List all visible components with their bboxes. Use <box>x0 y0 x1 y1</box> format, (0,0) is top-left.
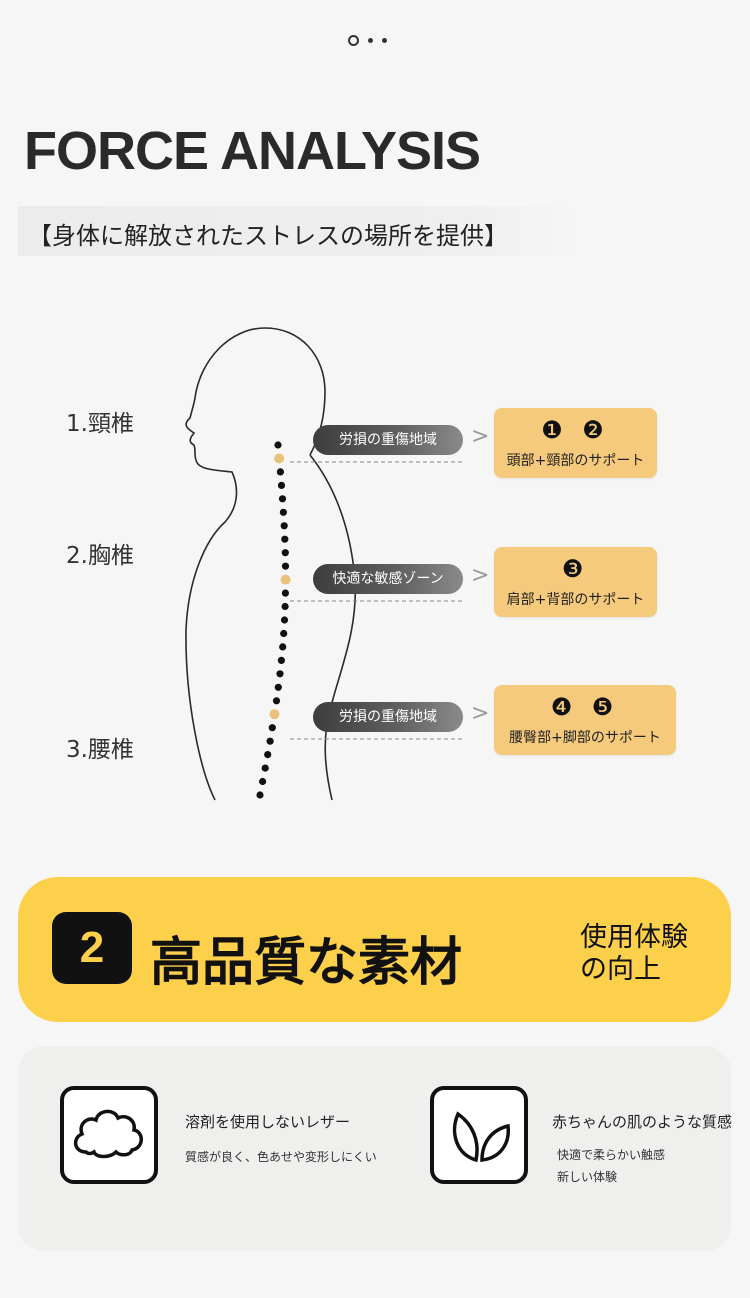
pager-dot[interactable] <box>382 38 387 43</box>
feature-tagline-line2: の向上 <box>580 954 661 985</box>
support-text-2: 肩部+背部のサポート <box>506 592 645 608</box>
spine-highlight-dot <box>274 453 285 464</box>
pager-dot[interactable] <box>368 38 373 43</box>
spine-dot <box>281 549 289 557</box>
spine-dot <box>264 751 272 759</box>
support-card-3: ❹ ❺ 腰臀部+脚部のサポート <box>494 685 676 755</box>
carousel-indicator[interactable] <box>348 35 387 46</box>
support-text-3: 腰臀部+脚部のサポート <box>509 730 661 746</box>
material-desc-1: 質感が良く、色あせや変形しにくい <box>185 1150 377 1164</box>
feature-number-badge: 2 <box>52 912 132 984</box>
page-subtitle: 【身体に解放されたストレスの場所を提供】 <box>28 222 508 250</box>
spine-dot <box>277 656 285 664</box>
support-numbers-2: ❸ <box>561 555 590 583</box>
spine-dot <box>256 791 264 799</box>
spine-highlight-dot <box>280 574 291 585</box>
spine-dot <box>281 535 289 543</box>
spine-dot <box>280 616 289 624</box>
spine-dot <box>274 683 282 691</box>
body-silhouette-illustration <box>185 327 463 801</box>
spine-dot <box>268 724 276 732</box>
spine-dot <box>276 670 284 678</box>
zone-pill-3: 労損の重傷地域 <box>313 702 463 732</box>
material-desc-2-line1: 快適で柔らかい触感 <box>557 1148 666 1162</box>
zone-arrow-3: > <box>471 701 490 726</box>
material-title-1: 溶剤を使用しないレザー <box>185 1113 351 1131</box>
spine-dot <box>281 562 290 570</box>
vertebra-label-cervical: 1.頸椎 <box>66 411 134 437</box>
subtitle-band <box>18 206 578 256</box>
support-text-1: 頭部+頸部のサポート <box>506 453 645 469</box>
feature-tagline: 使用体験 の向上 <box>580 922 688 986</box>
back-outline <box>309 454 357 801</box>
material-desc-2-line2: 新しい体験 <box>557 1170 618 1184</box>
spine-dot <box>281 589 289 597</box>
spine-dot <box>281 602 289 611</box>
cloud-icon <box>60 1086 158 1184</box>
feature-banner <box>18 877 731 1022</box>
material-desc-2: 快適で柔らかい触感 新しい体験 <box>557 1144 665 1188</box>
support-card-1: ❶ ❷ 頭部+頸部のサポート <box>494 408 657 478</box>
support-card-2: ❸ 肩部+背部のサポート <box>494 547 657 617</box>
spine-dots <box>256 441 291 799</box>
leaf-icon <box>430 1086 528 1184</box>
spine-dot <box>277 481 286 489</box>
spine-dot <box>272 697 281 705</box>
vertebra-label-thoracic: 2.胸椎 <box>66 543 134 569</box>
zone-arrow-1: > <box>471 424 490 449</box>
spine-dot <box>274 441 282 449</box>
material-title-2: 赤ちゃんの肌のような質感 <box>552 1113 733 1131</box>
page-title: FORCE ANALYSIS <box>24 121 481 181</box>
zone-arrow-2: > <box>471 563 490 588</box>
spine-dot <box>279 508 287 516</box>
spine-dot <box>278 495 287 503</box>
feature-tagline-line1: 使用体験 <box>580 922 688 953</box>
feature-title: 高品質な素材 <box>150 933 463 993</box>
spine-highlight-dot <box>269 709 280 720</box>
head-outline <box>185 327 326 801</box>
spine-dot <box>280 629 288 638</box>
spine-dot <box>259 777 267 786</box>
spine-dot <box>276 468 284 476</box>
spine-dot <box>280 522 288 530</box>
support-numbers-1: ❶ ❷ <box>541 416 610 444</box>
spine-dot <box>261 764 269 772</box>
pager-dot-active[interactable] <box>348 35 359 46</box>
support-numbers-3: ❹ ❺ <box>550 693 620 721</box>
zone-pill-2: 快適な敏感ゾーン <box>313 564 463 594</box>
vertebra-label-lumbar: 3.腰椎 <box>66 737 134 763</box>
spine-dot <box>279 643 287 651</box>
zone-pill-1: 労損の重傷地域 <box>313 425 463 455</box>
spine-dot <box>266 737 274 745</box>
force-analysis-diagram: 1.頸椎 2.胸椎 3.腰椎 労損の重傷地域 > ❶ ❷ 頭部+頸部のサポート … <box>0 300 750 820</box>
